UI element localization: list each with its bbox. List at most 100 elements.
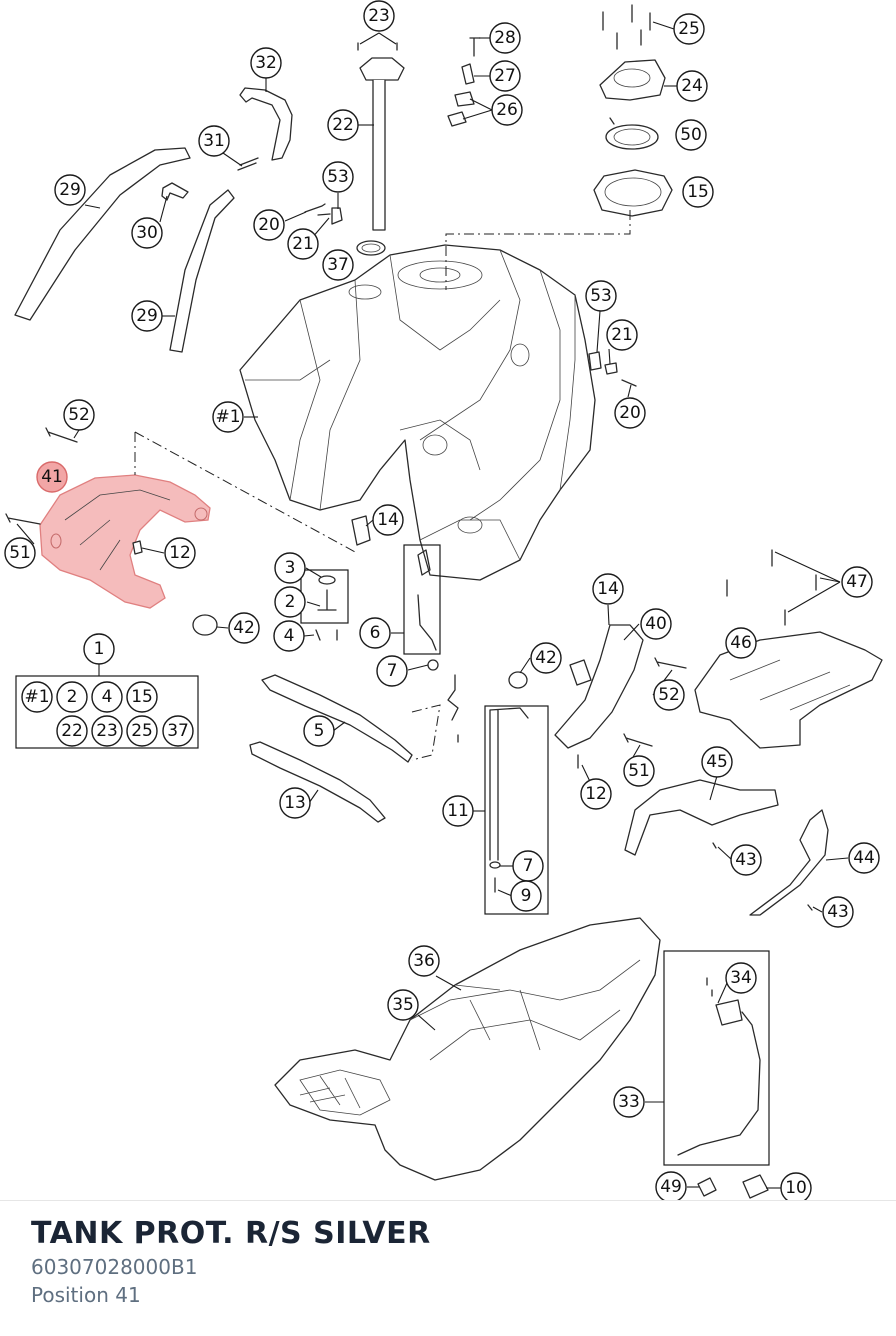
callout-41-highlighted[interactable]: 41 xyxy=(36,461,68,493)
svg-text:26: 26 xyxy=(496,100,518,120)
svg-text:#1: #1 xyxy=(215,407,240,427)
callout-30[interactable]: 30 xyxy=(131,217,163,249)
callout-47[interactable]: 47 xyxy=(841,566,873,598)
callout-10[interactable]: 10 xyxy=(780,1172,812,1200)
svg-text:14: 14 xyxy=(377,510,399,530)
fuel-tank-drawing xyxy=(239,244,596,581)
callout-24[interactable]: 24 xyxy=(676,70,708,102)
callout-45[interactable]: 45 xyxy=(701,746,733,778)
callout-37[interactable]: 37 xyxy=(322,249,354,281)
svg-text:27: 27 xyxy=(494,66,516,86)
svg-text:33: 33 xyxy=(618,1092,640,1112)
svg-text:12: 12 xyxy=(169,543,191,563)
callout-35[interactable]: 35 xyxy=(387,989,419,1021)
callout-50[interactable]: 50 xyxy=(675,119,707,151)
callout-49[interactable]: 49 xyxy=(655,1171,687,1200)
svg-text:40: 40 xyxy=(645,614,667,634)
svg-text:23: 23 xyxy=(96,721,118,741)
callout-31[interactable]: 31 xyxy=(198,125,230,157)
svg-text:37: 37 xyxy=(327,255,349,275)
kit-item-5[interactable]: 22 xyxy=(56,715,88,747)
callout-15[interactable]: 15 xyxy=(682,176,714,208)
svg-text:29: 29 xyxy=(59,180,81,200)
callout-4[interactable]: 4 xyxy=(273,620,305,652)
callout-2[interactable]: 2 xyxy=(274,586,306,618)
callout-29-mid[interactable]: 29 xyxy=(131,300,163,332)
callout-7-lower[interactable]: 7 xyxy=(512,850,544,882)
callout-3[interactable]: 3 xyxy=(274,552,306,584)
tank-bolts-drawing xyxy=(588,351,637,387)
callout-43-lower[interactable]: 43 xyxy=(822,896,854,928)
callout-42-left[interactable]: 42 xyxy=(228,612,260,644)
svg-text:2: 2 xyxy=(285,592,296,612)
svg-text:15: 15 xyxy=(131,687,153,707)
kit-item-8[interactable]: 37 xyxy=(162,715,194,747)
callout-32[interactable]: 32 xyxy=(250,47,282,79)
callout-12-left[interactable]: 12 xyxy=(164,537,196,569)
kit-item-1[interactable]: #1 xyxy=(21,681,53,713)
part-number: 60307028000B1 xyxy=(31,1255,198,1279)
svg-text:22: 22 xyxy=(332,115,354,135)
callout-46[interactable]: 46 xyxy=(725,627,757,659)
callout-36[interactable]: 36 xyxy=(408,945,440,977)
callout-27[interactable]: 27 xyxy=(489,60,521,92)
svg-text:51: 51 xyxy=(628,761,650,781)
svg-text:#1: #1 xyxy=(24,687,49,707)
callout-20-right[interactable]: 20 xyxy=(614,397,646,429)
svg-text:50: 50 xyxy=(680,125,702,145)
callout-33[interactable]: 33 xyxy=(613,1086,645,1118)
callout-51-right[interactable]: 51 xyxy=(623,755,655,787)
callout-5[interactable]: 5 xyxy=(303,715,335,747)
callout-42-right[interactable]: 42 xyxy=(530,642,562,674)
callout-53-right[interactable]: 53 xyxy=(585,280,617,312)
svg-text:2: 2 xyxy=(67,687,78,707)
kit-item-4[interactable]: 15 xyxy=(126,681,158,713)
svg-text:7: 7 xyxy=(387,661,398,681)
svg-text:22: 22 xyxy=(61,721,83,741)
svg-text:15: 15 xyxy=(687,182,709,202)
svg-text:14: 14 xyxy=(597,579,619,599)
svg-text:28: 28 xyxy=(494,28,516,48)
svg-text:42: 42 xyxy=(535,648,557,668)
callout-14-top[interactable]: 14 xyxy=(372,504,404,536)
callout-tank-1[interactable]: #1 xyxy=(212,401,244,433)
kit-item-6[interactable]: 23 xyxy=(91,715,123,747)
svg-text:3: 3 xyxy=(285,558,296,578)
callout-14-right[interactable]: 14 xyxy=(592,573,624,605)
callout-40[interactable]: 40 xyxy=(640,608,672,640)
callout-53-top[interactable]: 53 xyxy=(322,161,354,193)
callout-34[interactable]: 34 xyxy=(725,962,757,994)
kit-item-3[interactable]: 4 xyxy=(91,681,123,713)
callout-51-left[interactable]: 51 xyxy=(4,537,36,569)
kit-item-2[interactable]: 2 xyxy=(56,681,88,713)
filler-parts-drawing xyxy=(304,4,673,256)
callout-43-upper[interactable]: 43 xyxy=(730,844,762,876)
svg-text:53: 53 xyxy=(327,167,349,187)
callout-20-top[interactable]: 20 xyxy=(253,209,285,241)
callout-28[interactable]: 28 xyxy=(489,22,521,54)
callout-1[interactable]: 1 xyxy=(83,633,115,665)
callout-25[interactable]: 25 xyxy=(673,13,705,45)
callout-29-top[interactable]: 29 xyxy=(54,174,86,206)
svg-text:35: 35 xyxy=(392,995,414,1015)
callout-21-top[interactable]: 21 xyxy=(287,228,319,260)
callout-23[interactable]: 23 xyxy=(363,0,395,32)
callout-26[interactable]: 26 xyxy=(491,94,523,126)
svg-text:21: 21 xyxy=(292,234,314,254)
svg-text:31: 31 xyxy=(203,131,225,151)
svg-text:53: 53 xyxy=(590,286,612,306)
callout-11[interactable]: 11 xyxy=(442,795,474,827)
callout-9[interactable]: 9 xyxy=(510,880,542,912)
kit-item-7[interactable]: 25 xyxy=(126,715,158,747)
callout-44[interactable]: 44 xyxy=(848,842,880,874)
callout-52-right[interactable]: 52 xyxy=(653,679,685,711)
part-title: TANK PROT. R/S SILVER xyxy=(31,1216,431,1251)
callout-21-right[interactable]: 21 xyxy=(606,319,638,351)
callout-7-upper[interactable]: 7 xyxy=(376,655,408,687)
callout-6[interactable]: 6 xyxy=(359,617,391,649)
callout-52-left[interactable]: 52 xyxy=(63,399,95,431)
callout-22[interactable]: 22 xyxy=(327,109,359,141)
callout-13[interactable]: 13 xyxy=(279,787,311,819)
parts-diagram: 23 28 25 32 27 24 26 22 50 31 53 29 15 3… xyxy=(4,0,883,1200)
callout-12-right[interactable]: 12 xyxy=(580,778,612,810)
